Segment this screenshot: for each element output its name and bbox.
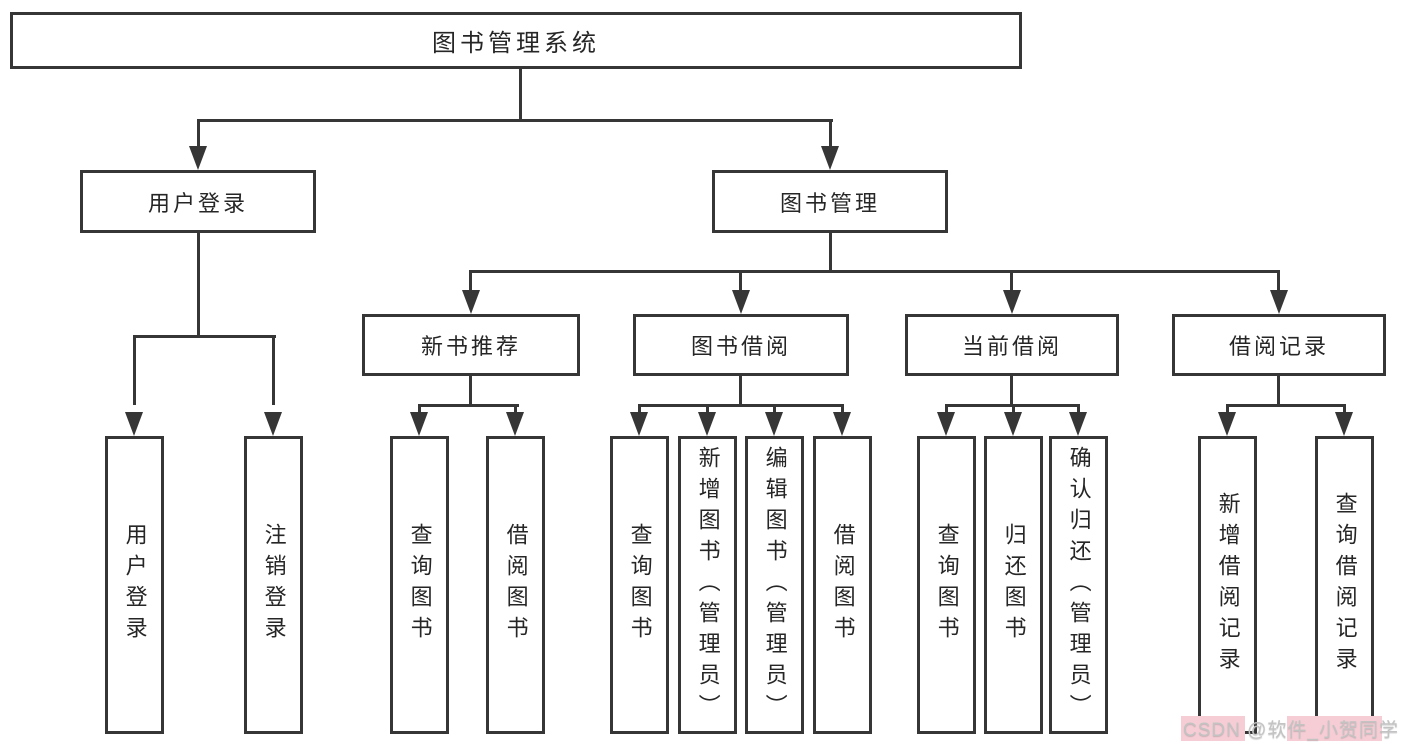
node-new-book-recommendation: 新书推荐 <box>362 314 580 376</box>
arrow-down-icon <box>698 412 716 436</box>
connector-stub-leaf-logout <box>272 335 275 405</box>
node-root-label: 图书管理系统 <box>432 30 600 57</box>
arrow-down-icon <box>410 412 428 436</box>
arrow-down-icon <box>732 290 750 314</box>
leaf-cb-return-books: 归还图书 <box>984 436 1043 734</box>
leaf-cb-confirm-return-admin-label: 确认归还（管理员） <box>1066 445 1092 725</box>
arrow-down-icon <box>125 412 143 436</box>
arrow-down-icon <box>264 412 282 436</box>
connector-stub-current-borrow <box>1010 270 1013 296</box>
leaf-br-add-record-label: 新增借阅记录 <box>1215 492 1241 678</box>
arrow-down-icon <box>189 146 207 170</box>
connector-borrow-record-trunk <box>1277 376 1280 406</box>
leaf-user-login-label: 用户登录 <box>122 523 148 647</box>
connector-new-book-trunk <box>469 376 472 406</box>
connector-book-mgmt-trunk <box>829 232 832 272</box>
leaf-cb-confirm-return-admin: 确认归还（管理员） <box>1049 436 1108 734</box>
node-current-borrowing: 当前借阅 <box>905 314 1119 376</box>
leaf-nb-borrow-books: 借阅图书 <box>486 436 545 734</box>
arrow-down-icon <box>1003 290 1021 314</box>
arrow-down-icon <box>765 412 783 436</box>
connector-root-trunk <box>519 68 522 122</box>
leaf-bb-add-books-admin: 新增图书（管理员） <box>678 436 737 734</box>
leaf-nb-borrow-books-label: 借阅图书 <box>503 523 529 647</box>
node-new-book-recommendation-label: 新书推荐 <box>420 334 521 359</box>
connector-level3-hline <box>469 270 1280 273</box>
connector-book-borrow-trunk <box>739 376 742 406</box>
arrow-down-icon <box>506 412 524 436</box>
node-borrowing-records: 借阅记录 <box>1172 314 1386 376</box>
arrow-down-icon <box>1069 412 1087 436</box>
arrow-down-icon <box>1004 412 1022 436</box>
watermark-highlight <box>1287 716 1382 741</box>
leaf-bb-borrow-books-label: 借阅图书 <box>830 523 856 647</box>
connector-current-borrow-trunk <box>1010 376 1013 406</box>
leaf-br-query-record: 查询借阅记录 <box>1315 436 1374 734</box>
arrow-down-icon <box>1218 412 1236 436</box>
connector-stub-book-borrow <box>739 270 742 296</box>
leaf-logout: 注销登录 <box>244 436 303 734</box>
arrow-down-icon <box>1335 412 1353 436</box>
arrow-down-icon <box>462 290 480 314</box>
leaf-bb-add-books-admin-label: 新增图书（管理员） <box>695 445 721 725</box>
arrow-down-icon <box>1270 290 1288 314</box>
connector-stub-borrow-record <box>1277 270 1280 296</box>
node-book-borrowing: 图书借阅 <box>633 314 849 376</box>
connector-new-book-hline <box>418 404 519 407</box>
leaf-bb-borrow-books: 借阅图书 <box>813 436 872 734</box>
leaf-cb-return-books-label: 归还图书 <box>1001 523 1027 647</box>
node-book-management: 图书管理 <box>712 170 948 233</box>
connector-borrow-record-hline <box>1226 404 1346 407</box>
leaf-logout-label: 注销登录 <box>261 523 287 647</box>
leaf-br-query-record-label: 查询借阅记录 <box>1332 492 1358 678</box>
csdn-watermark: CSDN @软件_小贺同学 <box>1183 720 1399 741</box>
connector-stub-leaf-user-login <box>133 335 136 405</box>
leaf-br-add-record: 新增借阅记录 <box>1198 436 1257 734</box>
node-root: 图书管理系统 <box>10 12 1022 69</box>
leaf-user-login: 用户登录 <box>105 436 164 734</box>
node-book-management-label: 图书管理 <box>779 190 880 216</box>
connector-stub-user-login <box>197 119 200 149</box>
watermark-highlight <box>1181 716 1245 741</box>
arrow-down-icon <box>630 412 648 436</box>
node-book-borrowing-label: 图书借阅 <box>690 334 791 359</box>
leaf-cb-query-books: 查询图书 <box>917 436 976 734</box>
connector-book-borrow-hline <box>638 404 844 407</box>
node-user-login: 用户登录 <box>80 170 316 233</box>
leaf-bb-query-books: 查询图书 <box>610 436 669 734</box>
arrow-down-icon <box>821 146 839 170</box>
connector-user-login-trunk <box>197 232 200 337</box>
node-current-borrowing-label: 当前借阅 <box>961 334 1062 359</box>
node-borrowing-records-label: 借阅记录 <box>1228 334 1329 359</box>
leaf-bb-edit-books-admin-label: 编辑图书（管理员） <box>762 445 788 725</box>
connector-user-login-hline <box>133 335 276 338</box>
connector-stub-new-book <box>469 270 472 296</box>
leaf-bb-edit-books-admin: 编辑图书（管理员） <box>745 436 804 734</box>
leaf-bb-query-books-label: 查询图书 <box>627 523 653 647</box>
leaf-cb-query-books-label: 查询图书 <box>934 523 960 647</box>
connector-level2-hline <box>197 119 833 122</box>
arrow-down-icon <box>937 412 955 436</box>
node-user-login-label: 用户登录 <box>147 190 248 216</box>
leaf-nb-query-books-label: 查询图书 <box>407 523 433 647</box>
arrow-down-icon <box>833 412 851 436</box>
connector-stub-book-mgmt <box>829 119 832 149</box>
leaf-nb-query-books: 查询图书 <box>390 436 449 734</box>
